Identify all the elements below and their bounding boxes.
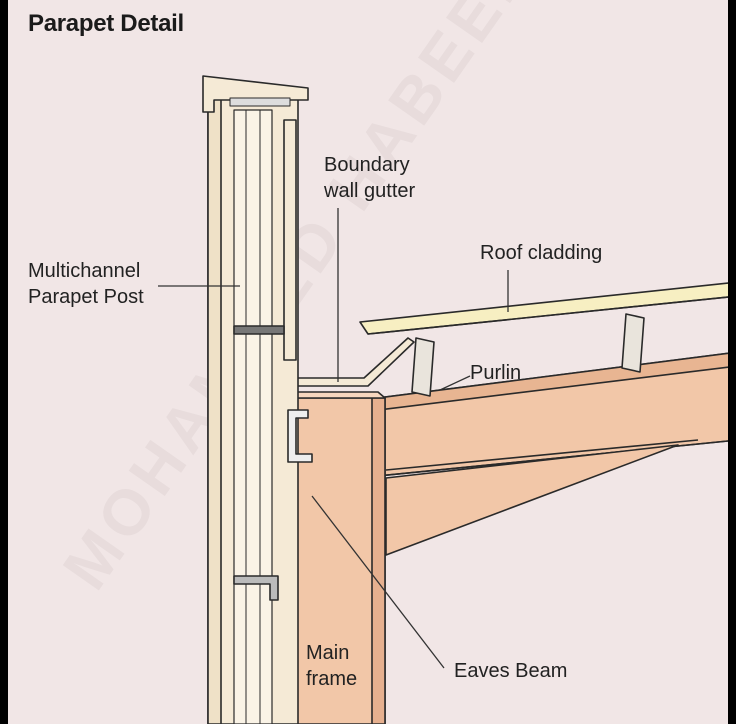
- column-z-bracket: [287, 409, 313, 463]
- diagram-title: Parapet Detail: [28, 10, 184, 37]
- parapet-drawing: [158, 75, 728, 724]
- label-main-frame-line1: Main: [306, 642, 350, 664]
- haunch: [385, 444, 679, 556]
- label-parapet-post-line2: Parapet Post: [28, 286, 144, 308]
- roof-cladding: [359, 282, 728, 335]
- label-eaves-beam: Eaves Beam: [454, 660, 568, 682]
- purlin-2: [621, 313, 645, 373]
- label-boundary-gutter: Boundary wall gutter: [324, 152, 415, 204]
- post-bracket-lower: [233, 575, 279, 601]
- label-main-frame: Main frame: [306, 640, 357, 692]
- label-parapet-post-line1: Multichannel: [28, 260, 141, 282]
- boundary-wall-gutter: [277, 337, 415, 393]
- leader-eaves-beam: [311, 495, 445, 669]
- label-parapet-post: Multichannel Parapet Post: [28, 258, 144, 310]
- purlin-1: [411, 337, 435, 397]
- label-roof-cladding: Roof cladding: [480, 242, 603, 264]
- post-bracket-upper: [233, 325, 285, 335]
- label-main-frame-line2: frame: [306, 668, 358, 690]
- leader-purlin: [439, 375, 471, 391]
- label-boundary-gutter-line1: Boundary: [324, 154, 410, 176]
- label-boundary-gutter-line2: wall gutter: [324, 180, 416, 202]
- diagram-canvas: MOHAMMED HABEEB: [8, 0, 728, 724]
- label-purlin: Purlin: [470, 362, 522, 384]
- parapet-capping: [202, 75, 309, 113]
